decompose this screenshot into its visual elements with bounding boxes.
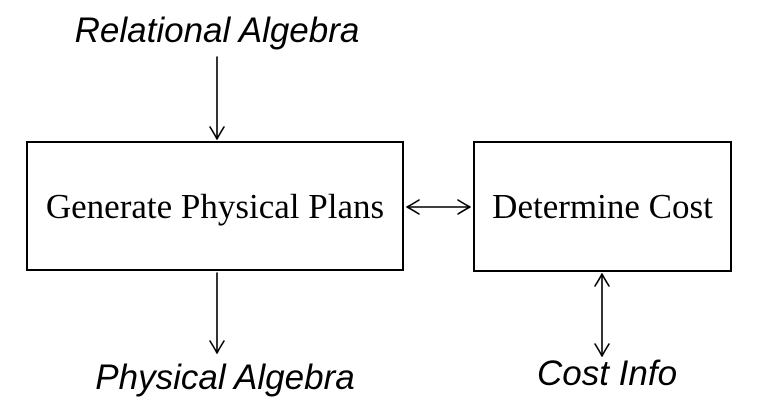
node-determine-cost: Determine Cost xyxy=(473,141,732,272)
label-cost-info: Cost Info xyxy=(536,354,678,393)
label-physical-algebra: Physical Algebra xyxy=(95,358,355,397)
arrow-determine-cost-info-bidirectional xyxy=(594,273,610,357)
arrow-relational-algebra-to-generate xyxy=(209,56,225,140)
node-generate-physical-plans-label: Generate Physical Plans xyxy=(45,186,385,226)
node-determine-cost-label: Determine Cost xyxy=(492,187,713,226)
arrow-generate-determine-bidirectional xyxy=(406,199,471,215)
arrow-generate-to-physical-algebra xyxy=(209,272,225,354)
node-generate-physical-plans: Generate Physical Plans xyxy=(26,141,404,271)
label-relational-algebra: Relational Algebra xyxy=(74,11,360,50)
